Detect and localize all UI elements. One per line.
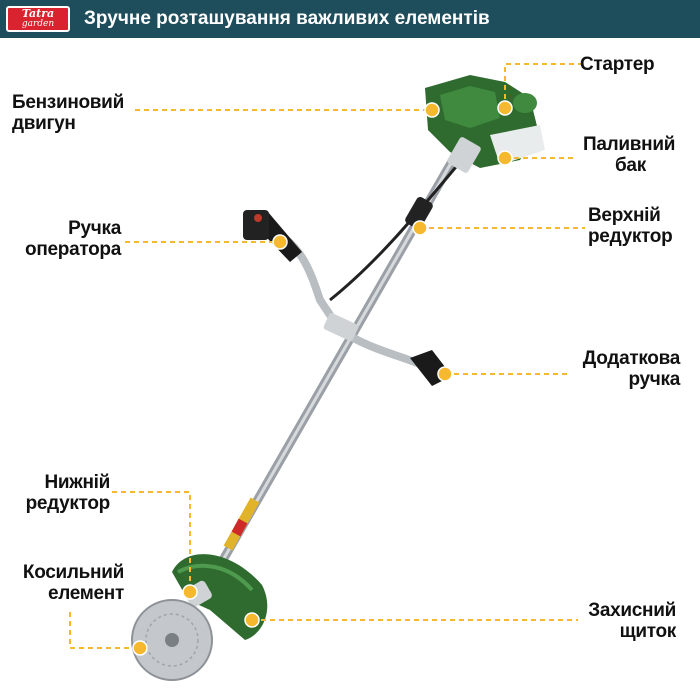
label-operator-handle: Ручка оператора bbox=[20, 218, 121, 260]
page-title: Зручне розташування важливих елементів bbox=[84, 8, 490, 29]
label-cutting-element-line2: елемент bbox=[47, 583, 124, 604]
label-guard-line1: Захисний bbox=[588, 600, 676, 621]
label-upper-gearbox-line2: редуктор bbox=[588, 226, 673, 247]
label-fuel-tank: Паливний бак bbox=[583, 134, 675, 176]
operator-grip-head bbox=[243, 210, 269, 240]
label-engine: Бензиновий двигун bbox=[12, 92, 124, 134]
guard-edge bbox=[177, 563, 254, 592]
engine-cover bbox=[440, 86, 500, 128]
marker-dots bbox=[132, 100, 513, 656]
label-fuel-tank-line2: бак bbox=[615, 155, 646, 176]
marker-cutting-element bbox=[132, 640, 148, 656]
leader-lines bbox=[69, 63, 585, 649]
marker-engine bbox=[424, 102, 440, 118]
marker-upper-gearbox bbox=[412, 220, 428, 236]
marker-starter bbox=[497, 100, 513, 116]
blade-hub bbox=[165, 633, 179, 647]
leader-cutting-element bbox=[69, 612, 140, 649]
logo-text-bottom: garden bbox=[21, 19, 55, 29]
upper-gearbox-body bbox=[405, 196, 433, 230]
marker-operator-handle bbox=[272, 234, 288, 250]
label-upper-gearbox-line1: Верхній bbox=[588, 205, 661, 226]
logo-text-top: Tatra bbox=[21, 7, 55, 20]
grip-switch bbox=[254, 214, 262, 222]
label-starter: Стартер bbox=[580, 54, 655, 75]
engine-clutch-housing bbox=[447, 137, 481, 173]
marker-guard bbox=[244, 612, 260, 628]
blade-pattern bbox=[145, 613, 199, 667]
guard-shield bbox=[172, 554, 268, 640]
marker-extra-handle bbox=[437, 366, 453, 382]
marker-fuel-tank bbox=[497, 150, 513, 166]
label-upper-gearbox: Верхній редуктор bbox=[588, 205, 673, 247]
label-operator-handle-line1: Ручка bbox=[68, 218, 121, 239]
label-starter-line1: Стартер bbox=[580, 54, 655, 75]
label-guard-line2: щиток bbox=[619, 621, 677, 642]
label-cutting-element-line1: Косильний bbox=[22, 562, 124, 583]
marker-lower-gearbox bbox=[182, 584, 198, 600]
label-lower-gearbox: Нижній редуктор bbox=[18, 472, 111, 514]
label-guard: Захисний щиток bbox=[578, 600, 676, 642]
header-bar: Tatra garden Зручне розташування важливи… bbox=[0, 0, 700, 38]
starter-housing bbox=[513, 93, 537, 113]
label-extra-handle: Додаткова ручка bbox=[572, 348, 681, 390]
label-extra-handle-line2: ручка bbox=[628, 369, 680, 390]
label-cutting-element: Косильний елемент bbox=[16, 562, 124, 604]
throttle-cable bbox=[329, 149, 472, 302]
brand-logo: Tatra garden bbox=[6, 6, 70, 32]
shaft-decal-red bbox=[231, 518, 248, 537]
label-operator-handle-line2: оператора bbox=[25, 239, 121, 260]
label-fuel-tank-line1: Паливний bbox=[583, 134, 676, 155]
handlebar-clamp bbox=[323, 313, 359, 341]
label-engine-line2: двигун bbox=[12, 113, 76, 134]
label-extra-handle-line1: Додаткова bbox=[582, 348, 681, 369]
label-lower-gearbox-line2: редуктор bbox=[25, 493, 111, 514]
label-engine-line1: Бензиновий bbox=[12, 92, 124, 113]
label-lower-gearbox-line1: Нижній bbox=[44, 472, 110, 493]
